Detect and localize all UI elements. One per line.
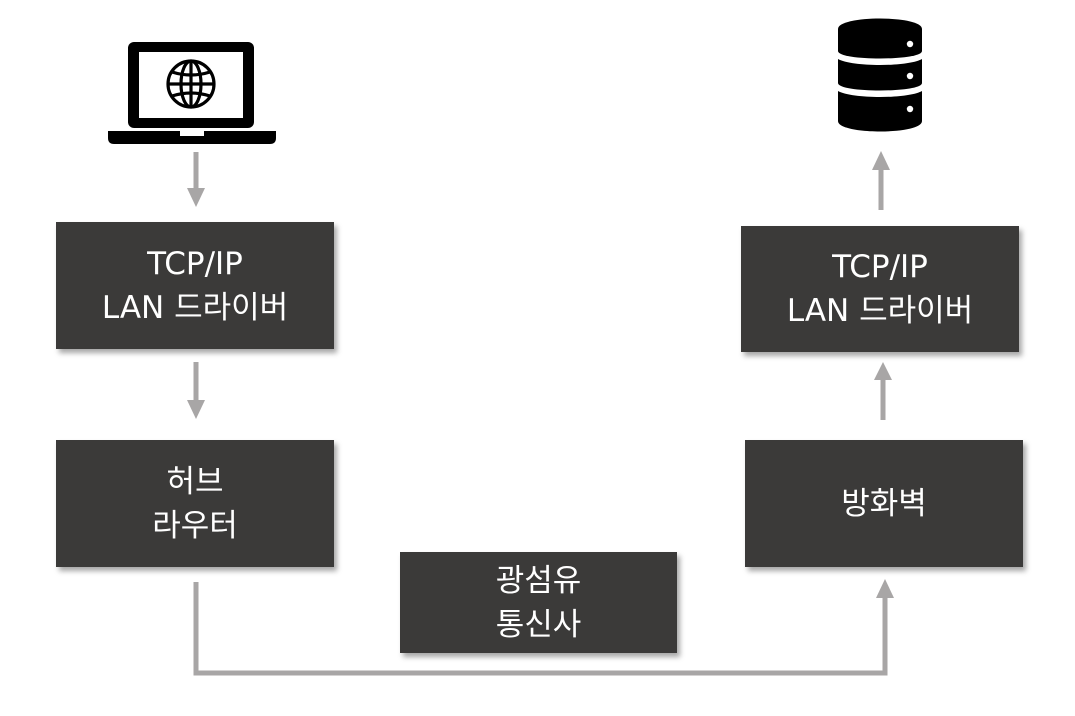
server-driver-line2: LAN 드라이버 bbox=[786, 293, 974, 329]
client-driver-line2: LAN 드라이버 bbox=[101, 289, 289, 326]
globe-icon bbox=[166, 59, 216, 109]
arrowhead-hub-to-firewall bbox=[876, 579, 894, 598]
firewall-box: 방화벽 bbox=[745, 440, 1023, 567]
hub-router-line1: 허브 bbox=[166, 463, 224, 500]
laptop-globe-icon bbox=[108, 42, 276, 144]
arrowhead-laptop-to-driver bbox=[187, 188, 205, 207]
arrowhead-firewall-to-driver bbox=[874, 362, 892, 380]
hub-router-line2: 라우터 bbox=[152, 507, 238, 544]
isp-line2: 통신사 bbox=[495, 606, 582, 643]
isp-box: 광섬유 통신사 bbox=[400, 552, 677, 653]
arrowhead-driver-to-database bbox=[872, 151, 890, 170]
client-tcpip-driver-box: TCP/IP LAN 드라이버 bbox=[56, 222, 334, 349]
hub-router-box: 허브 라우터 bbox=[56, 440, 334, 567]
client-driver-line1: TCP/IP bbox=[147, 245, 243, 282]
firewall-label: 방화벽 bbox=[841, 485, 927, 522]
database-icon bbox=[838, 18, 922, 132]
server-driver-line1: TCP/IP bbox=[832, 249, 928, 285]
server-tcpip-driver-box: TCP/IP LAN 드라이버 bbox=[741, 226, 1019, 352]
arrowhead-driver-to-hub bbox=[187, 400, 205, 419]
isp-line1: 광섬유 bbox=[495, 562, 582, 599]
arrow-hub-to-firewall bbox=[193, 582, 888, 676]
